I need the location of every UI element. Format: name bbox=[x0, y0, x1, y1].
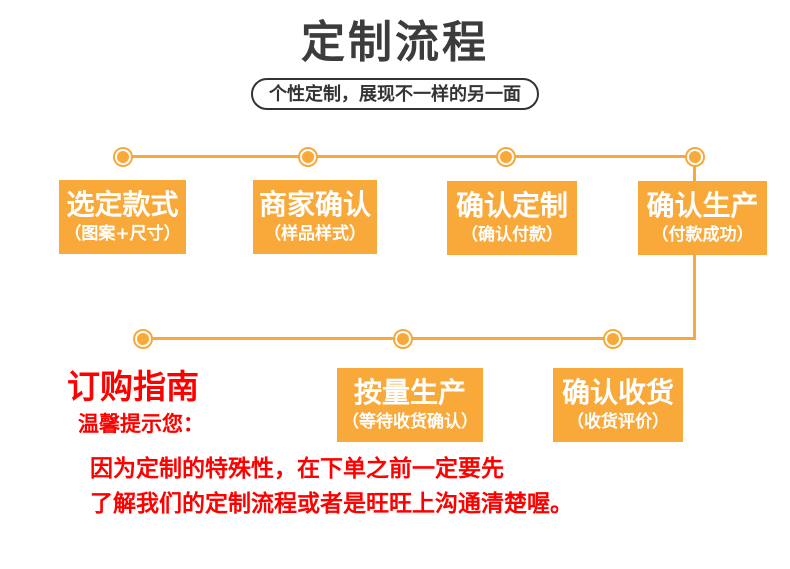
flow-node-dot bbox=[685, 147, 705, 167]
flow-step-produce-by-quantity: 按量生产 （等待收货确认） bbox=[337, 368, 483, 442]
flow-node-dot bbox=[113, 147, 133, 167]
guide-line-1: 因为定制的特殊性，在下单之前一定要先 bbox=[90, 456, 504, 482]
step-label: 按量生产 bbox=[353, 376, 466, 409]
flow-step-confirm-production: 确认生产 （付款成功） bbox=[638, 181, 767, 255]
flow-node-dot bbox=[393, 329, 413, 349]
flow-step-confirm-receipt: 确认收货 （收货评价） bbox=[553, 368, 683, 442]
step-sublabel: （样品样式） bbox=[264, 224, 366, 244]
page-title: 定制流程 bbox=[301, 17, 489, 68]
flow-node-dot bbox=[133, 329, 153, 349]
step-sublabel: （确认付款） bbox=[461, 225, 563, 245]
step-label: 确认定制 bbox=[455, 189, 568, 222]
step-sublabel: （付款成功） bbox=[651, 225, 754, 245]
flow-node-dot bbox=[298, 147, 318, 167]
step-sublabel: （图案+尺寸） bbox=[64, 224, 181, 244]
flow-node-dot bbox=[603, 329, 623, 349]
subtitle-pill: 个性定制，展现不一样的另一面 bbox=[251, 78, 539, 110]
step-sublabel: （等待收货确认） bbox=[342, 412, 478, 432]
flow-step-merchant-confirm: 商家确认 （样品样式） bbox=[253, 180, 377, 254]
step-label: 确认收货 bbox=[561, 376, 674, 409]
step-label: 商家确认 bbox=[258, 188, 371, 221]
flow-step-select-style: 选定款式 （图案+尺寸） bbox=[59, 180, 186, 254]
guide-line-2: 了解我们的定制流程或者是旺旺上沟通清楚喔。 bbox=[90, 491, 573, 517]
flow-line-row2 bbox=[143, 337, 696, 340]
step-label: 确认生产 bbox=[646, 189, 759, 222]
guide-heading: 订购指南 bbox=[67, 367, 199, 406]
flow-node-dot bbox=[496, 147, 516, 167]
step-sublabel: （收货评价） bbox=[567, 412, 669, 432]
flow-line-row1 bbox=[123, 155, 695, 158]
guide-notice: 温馨提示您： bbox=[78, 412, 204, 436]
step-label: 选定款式 bbox=[66, 188, 179, 221]
flow-step-confirm-customization: 确认定制 （确认付款） bbox=[447, 181, 577, 255]
